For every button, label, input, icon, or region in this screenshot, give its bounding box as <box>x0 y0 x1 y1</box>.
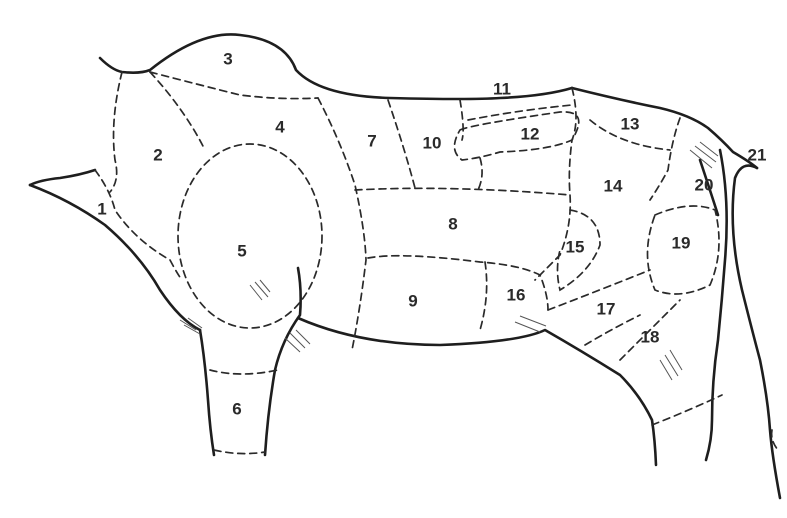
region-label-3: 3 <box>223 49 232 68</box>
region-label-7: 7 <box>367 131 376 150</box>
region-label-13: 13 <box>621 114 640 133</box>
region-label-12: 12 <box>521 124 540 143</box>
region-label-4: 4 <box>275 117 285 136</box>
region-label-19: 19 <box>672 233 691 252</box>
region-label-14: 14 <box>604 176 623 195</box>
region-label-16: 16 <box>507 285 526 304</box>
region-label-15: 15 <box>566 237 585 256</box>
region-label-8: 8 <box>448 214 457 233</box>
cut-lines <box>95 72 778 454</box>
region-labels: 1 2 3 4 5 6 7 8 9 10 11 12 13 14 15 16 1… <box>97 49 766 418</box>
region-label-21: 21 <box>748 145 767 164</box>
region-label-18: 18 <box>641 327 660 346</box>
region-label-9: 9 <box>408 291 417 310</box>
region-label-10: 10 <box>423 133 442 152</box>
region-label-2: 2 <box>153 145 162 164</box>
region-label-20: 20 <box>695 175 714 194</box>
region-label-11: 11 <box>493 79 511 98</box>
body-outline <box>30 34 780 498</box>
region-label-17: 17 <box>597 299 616 318</box>
region-label-5: 5 <box>237 241 246 260</box>
region-label-1: 1 <box>97 199 106 218</box>
region-label-6: 6 <box>232 399 241 418</box>
